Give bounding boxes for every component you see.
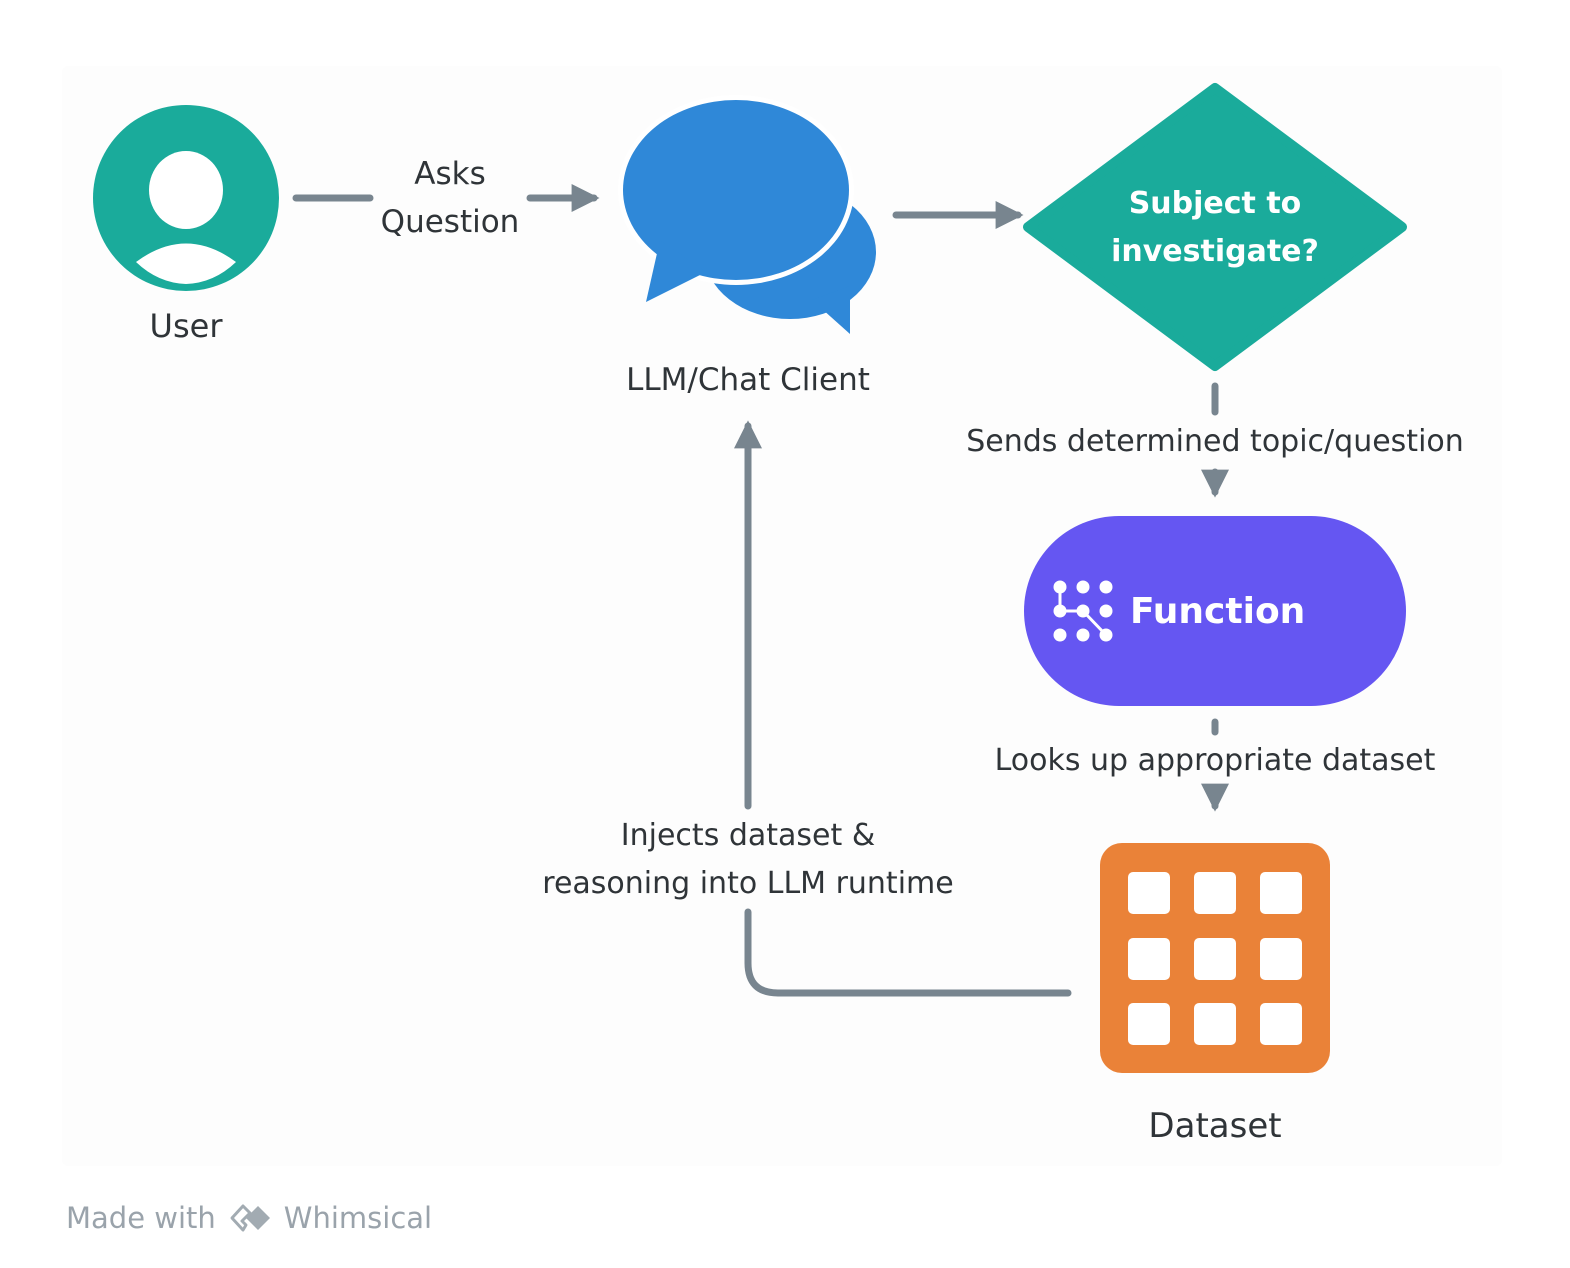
decision-label: Subject to investigate?	[1085, 180, 1345, 276]
chat-client-node[interactable]	[618, 95, 876, 334]
decision-node[interactable]	[1023, 83, 1407, 371]
injects-label-line2: reasoning into LLM runtime	[542, 866, 954, 901]
injects-label-line1: Injects dataset &	[620, 818, 876, 853]
injects-label: Injects dataset & reasoning into LLM run…	[520, 812, 976, 908]
asks-question-line1: Asks	[414, 156, 486, 192]
decision-diamond	[1023, 83, 1407, 371]
asks-question-line2: Question	[380, 204, 520, 240]
user-node[interactable]	[93, 105, 279, 291]
user-icon	[136, 151, 236, 284]
function-label: Function	[1130, 591, 1306, 632]
dataset-node[interactable]	[1100, 843, 1330, 1073]
chat-bubbles-icon	[618, 95, 876, 334]
user-label: User	[149, 307, 223, 345]
edge-injects[interactable]	[734, 420, 1072, 997]
looks-up-label: Looks up appropriate dataset	[994, 743, 1436, 778]
grid-table-icon	[1128, 872, 1302, 1045]
whimsical-brand-text: Whimsical	[283, 1201, 433, 1235]
whimsical-logo-icon	[228, 1200, 274, 1236]
sends-topic-label: Sends determined topic/question	[966, 424, 1464, 459]
function-node[interactable]	[1024, 516, 1406, 706]
made-with-text: Made with	[66, 1201, 216, 1235]
decision-label-line2: investigate?	[1111, 234, 1319, 269]
function-graph-icon	[1053, 580, 1113, 642]
decision-label-line1: Subject to	[1128, 186, 1302, 221]
made-with-whimsical[interactable]: Made with Whimsical	[66, 1198, 432, 1238]
dataset-label: Dataset	[1148, 1106, 1282, 1146]
function-pill	[1024, 516, 1406, 706]
asks-question-label: Asks Question	[360, 150, 540, 246]
chat-client-label: LLM/Chat Client	[626, 362, 870, 398]
